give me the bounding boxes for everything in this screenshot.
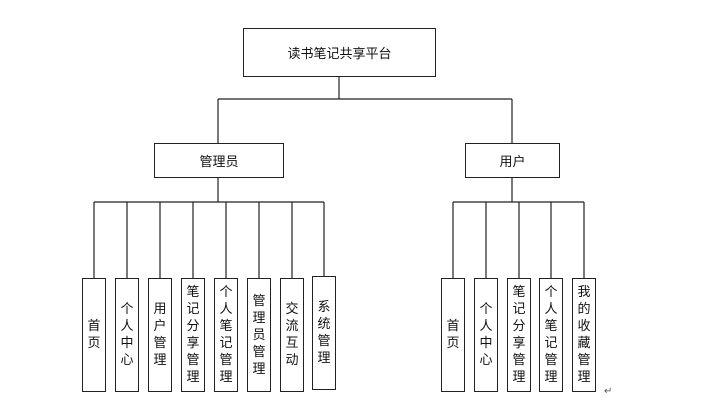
root-node: 读书笔记共享平台 — [243, 28, 436, 77]
admin-child-user-management: 用户管理 — [148, 278, 172, 392]
user-child-personal-note-management-label: 个人笔记管理 — [544, 285, 558, 385]
user-child-note-share-management: 笔记分享管理 — [507, 278, 531, 392]
admin-child-admin-management-label: 管理员管理 — [252, 293, 266, 377]
admin-node-label: 管理员 — [199, 155, 239, 170]
user-child-home-label: 首页 — [446, 319, 460, 351]
admin-child-note-share-management: 笔记分享管理 — [181, 278, 205, 392]
admin-child-home-label: 首页 — [87, 319, 101, 351]
admin-child-user-management-label: 用户管理 — [153, 302, 167, 368]
user-node: 用户 — [465, 143, 560, 178]
admin-child-interaction-label: 交流互动 — [285, 302, 299, 368]
admin-child-personal-note-management-label: 个人笔记管理 — [219, 285, 233, 385]
user-child-personal-note-management: 个人笔记管理 — [539, 278, 563, 392]
user-child-favorites-management-label: 我的收藏管理 — [577, 285, 591, 385]
admin-child-personal-center: 个人中心 — [115, 278, 139, 392]
paragraph-mark: ↵ — [604, 386, 613, 397]
admin-node: 管理员 — [154, 143, 284, 178]
user-child-home: 首页 — [441, 278, 465, 392]
admin-child-home: 首页 — [82, 278, 106, 392]
user-child-favorites-management: 我的收藏管理 — [572, 278, 596, 392]
admin-child-system-management-label: 系统管理 — [317, 300, 331, 366]
user-child-personal-center-label: 个人中心 — [479, 302, 493, 368]
admin-child-personal-center-label: 个人中心 — [120, 302, 134, 368]
root-node-label: 读书笔记共享平台 — [287, 47, 392, 62]
user-child-note-share-management-label: 笔记分享管理 — [512, 285, 526, 385]
admin-child-note-share-management-label: 笔记分享管理 — [186, 285, 200, 385]
user-child-personal-center: 个人中心 — [474, 278, 498, 392]
admin-child-system-management: 系统管理 — [312, 276, 336, 390]
admin-child-interaction: 交流互动 — [280, 278, 304, 392]
admin-child-admin-management: 管理员管理 — [247, 278, 271, 392]
user-node-label: 用户 — [499, 155, 526, 170]
admin-child-personal-note-management: 个人笔记管理 — [214, 278, 238, 392]
